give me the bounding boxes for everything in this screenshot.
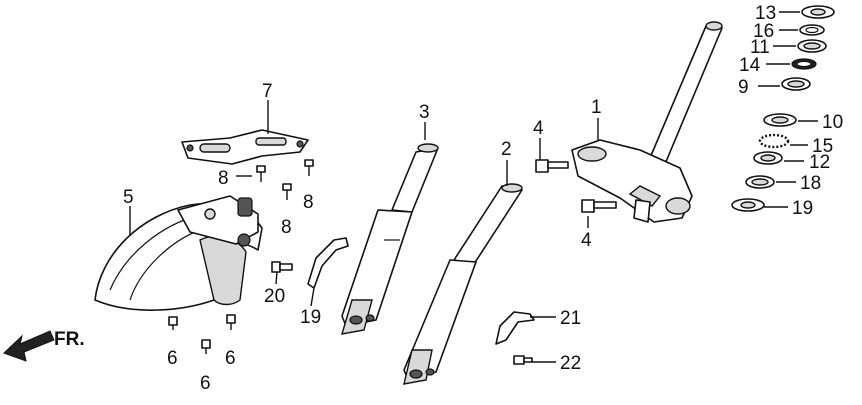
fork-leg-right [403, 183, 523, 385]
bolt-6-b [201, 339, 211, 354]
fork-bracket-21 [495, 311, 535, 345]
callout-9: 9 [738, 77, 749, 98]
callout-21: 21 [560, 308, 581, 329]
callout-22: 22 [560, 353, 581, 374]
callout-2: 2 [501, 139, 512, 160]
callout-1: 1 [591, 97, 602, 118]
callout-6-b: 6 [200, 373, 211, 394]
callout-8-a: 8 [218, 168, 229, 189]
callout-6-a: 6 [167, 348, 178, 369]
bolt-8-c [304, 159, 314, 176]
bolt-8-b [282, 183, 292, 200]
callout-4-upper: 4 [533, 118, 544, 139]
bolt-8-a [256, 165, 266, 182]
top-cone-race-11 [797, 39, 827, 53]
bottom-race-10 [763, 113, 797, 127]
callout-20: 20 [264, 286, 285, 307]
callout-8-b: 8 [281, 217, 292, 238]
callout-14: 14 [739, 55, 761, 76]
callout-6-c: 6 [225, 348, 236, 369]
bolt-4-upper [535, 159, 569, 173]
washer-19-right [731, 198, 765, 212]
hose-guide-bracket [307, 237, 349, 289]
bolt-6-c [226, 314, 236, 330]
leader-lines [129, 11, 818, 363]
callout-labels: 1 2 3 4 4 5 6 6 6 7 8 8 8 9 10 11 12 13 … [123, 3, 843, 394]
callout-4-lower: 4 [581, 230, 592, 251]
callout-15: 15 [812, 136, 833, 157]
callout-3: 3 [419, 102, 430, 123]
callout-19-left: 19 [300, 307, 321, 328]
fork-leg-left [341, 143, 439, 335]
washer-16 [799, 24, 825, 36]
callout-7: 7 [262, 81, 273, 102]
bottom-cone-race-12 [753, 151, 783, 165]
bolt-22 [513, 355, 533, 365]
locknut-13 [801, 5, 835, 19]
top-ball-race-9 [781, 77, 811, 91]
callout-19-right: 19 [792, 198, 813, 219]
steering-stem-assembly [571, 21, 723, 223]
front-direction-label: FR. [54, 329, 85, 350]
seal-14 [791, 58, 817, 70]
fork-bracket-plate [181, 129, 309, 165]
callout-11: 11 [750, 37, 770, 58]
callout-12: 12 [809, 152, 830, 173]
bolt-20 [271, 261, 293, 273]
ball-retainer-15 [758, 133, 790, 149]
callout-18: 18 [800, 173, 821, 194]
callout-8-c: 8 [303, 192, 314, 213]
dust-seal-18 [745, 175, 775, 189]
bolt-4-lower [581, 199, 617, 213]
front-direction-arrow-icon [3, 330, 55, 362]
callout-13: 13 [755, 3, 776, 24]
callout-16: 16 [753, 21, 774, 42]
callout-5: 5 [123, 187, 134, 208]
bolt-6-a [168, 316, 178, 330]
callout-10: 10 [822, 112, 843, 133]
front-fender [94, 195, 263, 311]
